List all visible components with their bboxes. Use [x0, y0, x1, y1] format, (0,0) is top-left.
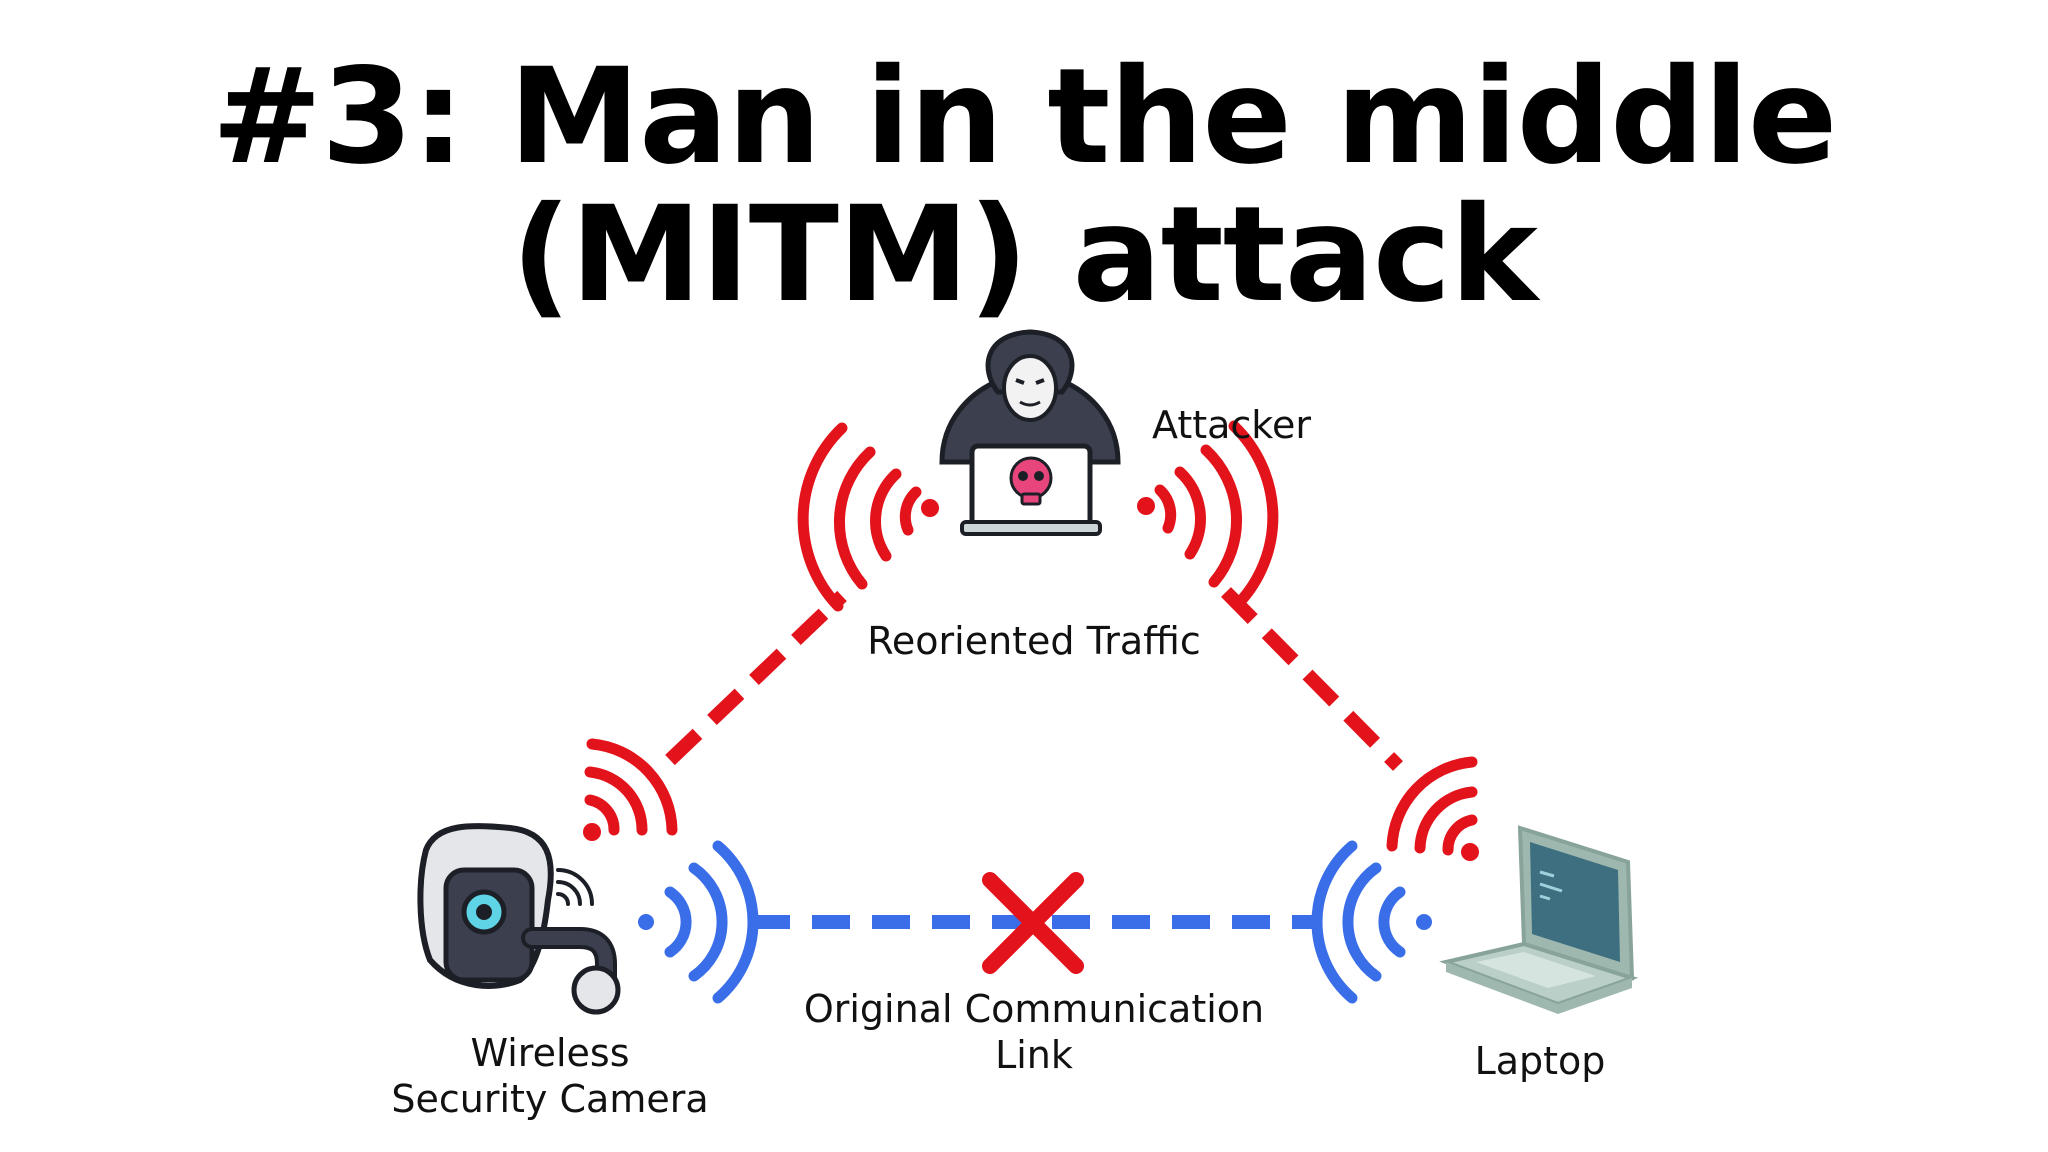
camera-red-signal-icon	[583, 738, 678, 841]
original-link-label-line2: Link	[995, 1033, 1073, 1077]
laptop-blue-signal-icon	[1311, 840, 1432, 1004]
page-title: #3: Man in the middle (MITM) attack	[0, 48, 2048, 324]
reoriented-path-right	[1221, 587, 1403, 771]
camera-label-line2: Security Camera	[391, 1077, 708, 1121]
original-link-label-line1: Original Communication	[804, 987, 1264, 1031]
attacker-signal-right-icon	[1137, 420, 1279, 610]
attacker-signal-left-icon	[797, 422, 939, 612]
red-x-icon	[982, 872, 1084, 974]
skull-icon	[1009, 456, 1053, 500]
wireless-camera-icon	[417, 823, 621, 1015]
hooded-hacker-icon	[939, 329, 1121, 536]
camera-blue-signal-icon	[638, 840, 759, 1004]
title-line-1: #3: Man in the middle	[211, 40, 1838, 194]
title-line-2: (MITM) attack	[511, 178, 1538, 332]
laptop-icon	[1439, 825, 1639, 1014]
laptop-label: Laptop	[1475, 1039, 1606, 1083]
laptop-red-signal-icon	[1386, 756, 1479, 861]
attacker-label: Attacker	[1152, 403, 1311, 447]
camera-label-line1: Wireless	[471, 1031, 630, 1075]
reoriented-path-left	[665, 590, 847, 766]
reoriented-traffic-label: Reoriented Traffic	[867, 619, 1201, 663]
camera-wifi-icon	[556, 868, 594, 906]
